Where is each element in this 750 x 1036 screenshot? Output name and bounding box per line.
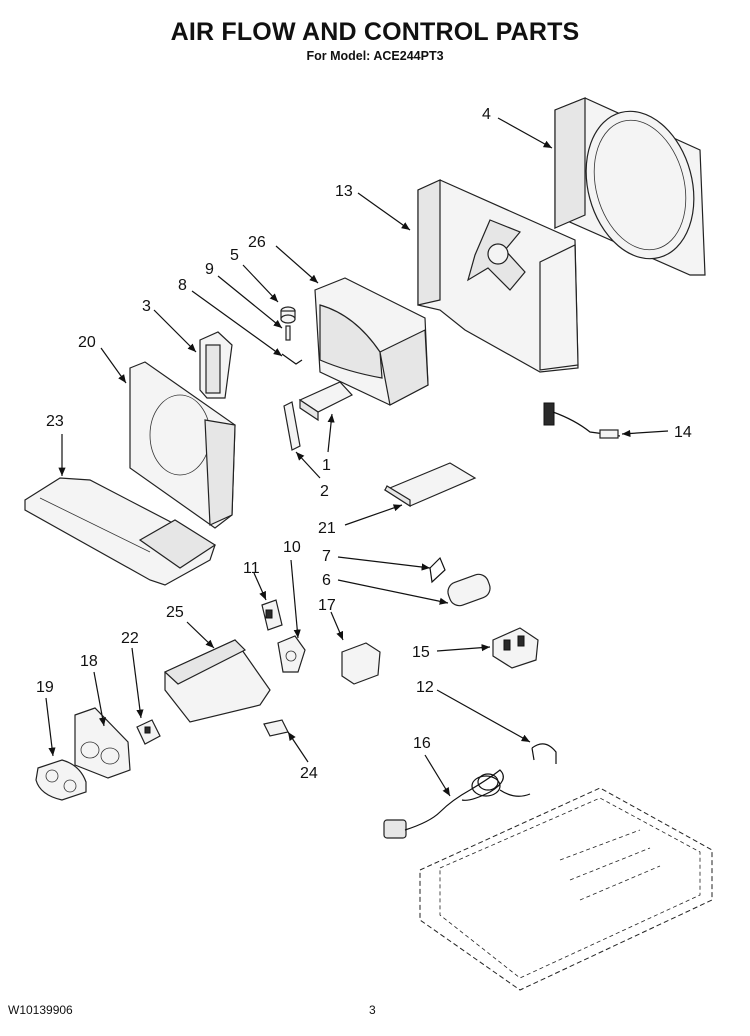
callout-20: 20 (78, 334, 96, 351)
callout-labels: 4 13 26 5 9 8 3 20 23 14 1 2 21 10 7 11 … (36, 106, 692, 782)
callout-24: 24 (300, 765, 318, 782)
callout-15: 15 (412, 644, 430, 661)
callout-7: 7 (322, 548, 331, 565)
part-11-switch (261, 599, 283, 631)
callout-19: 19 (36, 679, 54, 696)
callout-26: 26 (248, 234, 266, 251)
part-13-bulkhead (417, 179, 579, 373)
callout-21: 21 (318, 520, 336, 537)
part-22-receptacle (136, 719, 161, 745)
callout-5: 5 (230, 247, 239, 264)
part-8-clip (281, 353, 303, 365)
callout-12: 12 (416, 679, 434, 696)
part-12-clip (531, 743, 557, 764)
model-subtitle: For Model: ACE244PT3 (306, 49, 444, 63)
callout-6: 6 (322, 572, 331, 589)
part-2-strip (283, 401, 301, 451)
part-25-control-box (163, 639, 271, 723)
part-6-capacitor (447, 573, 491, 607)
callout-1: 1 (322, 457, 331, 474)
callout-8: 8 (178, 277, 187, 294)
part-26-blower-housing (314, 277, 429, 406)
callout-13: 13 (335, 183, 353, 200)
callout-25: 25 (166, 604, 184, 621)
part-1-bracket (298, 381, 353, 422)
part-16-power-cord (383, 769, 531, 839)
callout-3: 3 (142, 298, 151, 315)
part-5-knob-cap (280, 306, 296, 324)
callout-10: 10 (283, 539, 301, 556)
callout-2: 2 (320, 483, 329, 500)
callout-18: 18 (80, 653, 98, 670)
page-number: 3 (369, 1003, 376, 1017)
part-7-clamp (429, 556, 446, 584)
base-pan-outline (419, 787, 713, 991)
callout-23: 23 (46, 413, 64, 430)
callout-9: 9 (205, 261, 214, 278)
page-title: AIR FLOW AND CONTROL PARTS (170, 18, 580, 46)
part-3-bracket (199, 331, 233, 399)
part-4-orifice-shroud (554, 97, 706, 276)
part-9-shaft (285, 325, 291, 341)
part-10-control (277, 635, 306, 673)
part-20-front-panel (129, 361, 236, 529)
part-24-label (263, 719, 289, 737)
callout-22: 22 (121, 630, 139, 647)
part-19-knob-plate (35, 759, 87, 801)
callout-17: 17 (318, 597, 336, 614)
leader-lines (45, 117, 669, 797)
callout-11: 11 (243, 560, 260, 577)
callout-4: 4 (482, 106, 491, 123)
part-17-relay (341, 642, 381, 685)
callout-16: 16 (413, 735, 431, 752)
part-15-terminal-block (492, 627, 539, 669)
part-14-thermistor (543, 402, 621, 439)
document-number: W10139906 (8, 1003, 73, 1017)
callout-14: 14 (674, 424, 692, 441)
part-18-knob-panel (74, 707, 131, 779)
part-21-panel (383, 462, 477, 508)
part-23-base-pan (24, 477, 217, 586)
